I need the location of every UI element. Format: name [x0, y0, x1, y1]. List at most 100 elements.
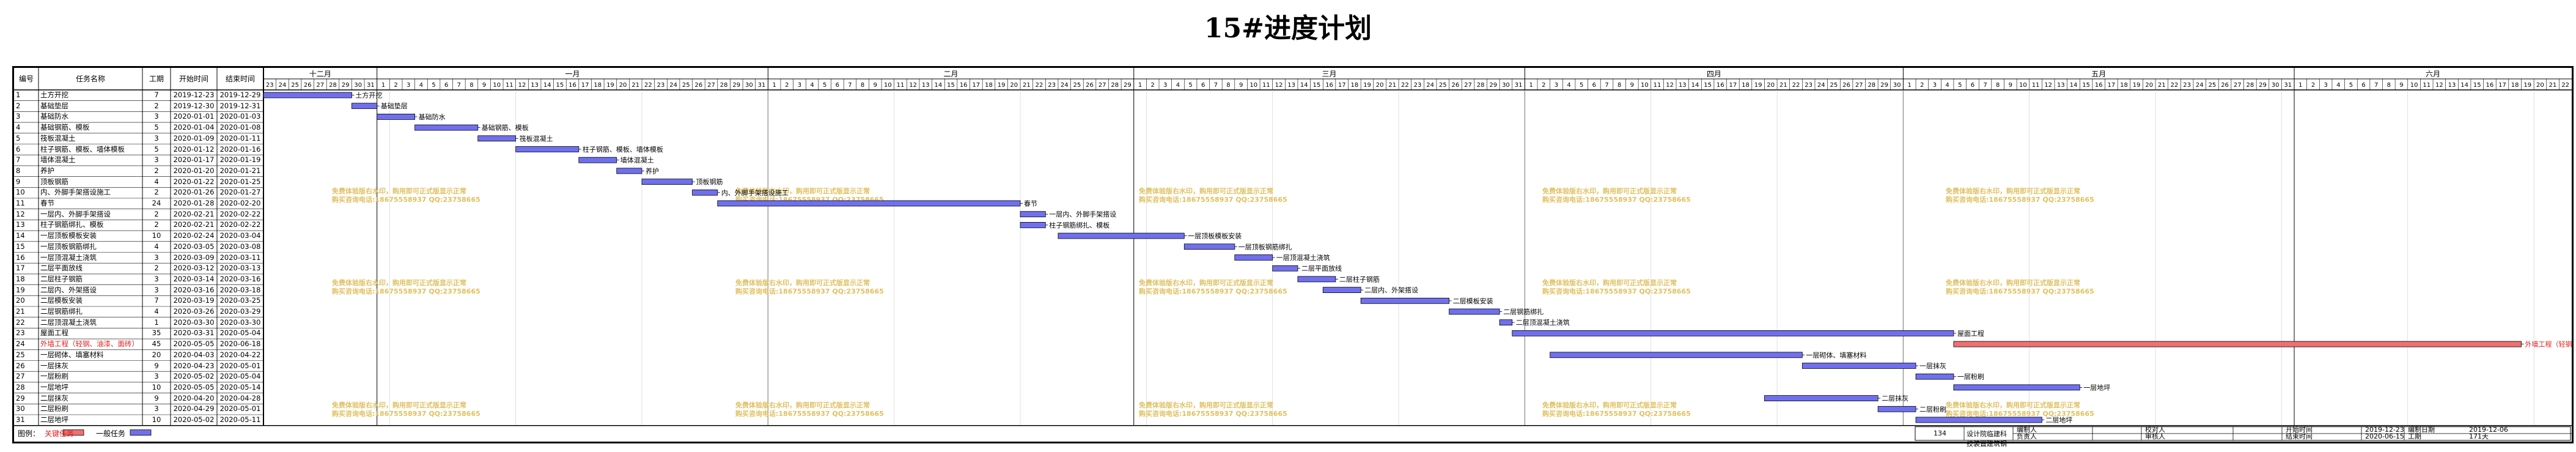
- task-name: 基础防水: [40, 112, 68, 121]
- task-bar: [515, 146, 580, 152]
- task-start: 2020-01-22: [173, 177, 215, 186]
- task-label: 二层地坪: [2045, 417, 2072, 424]
- task-bar: [1915, 417, 2042, 423]
- task-label: 柱子钢筋绑扎、模板: [1049, 221, 1110, 229]
- day-label: 9: [2009, 82, 2012, 89]
- task-bar: [1297, 276, 1336, 283]
- day-label: 18: [1742, 82, 1750, 89]
- task-end: 2020-05-04: [219, 372, 261, 381]
- header-name: 任务名称: [75, 75, 105, 83]
- day-label: 1: [772, 82, 776, 89]
- task-duration: 10: [152, 231, 161, 240]
- day-label: 24: [2196, 82, 2204, 89]
- task-bar: [1764, 395, 1879, 401]
- task-duration: 5: [154, 123, 159, 132]
- watermark-text: 免费体验版右水印，购用即可正式版显示正常: [332, 278, 466, 287]
- task-id: 29: [16, 393, 25, 402]
- task-id: 4: [16, 123, 21, 132]
- day-label: 30: [2272, 82, 2280, 89]
- day-label: 12: [1666, 82, 1674, 89]
- day-label: 16: [960, 82, 968, 89]
- task-bar: [1322, 287, 1361, 294]
- task-end: 2020-05-01: [219, 404, 261, 413]
- task-label: 二层顶混凝土浇筑: [1516, 318, 1570, 327]
- task-name: 一层内、外脚手架搭设: [40, 209, 111, 218]
- task-id: 18: [16, 274, 25, 283]
- task-name: 一层顶板钢筋绑扎: [40, 242, 97, 251]
- day-label: 11: [1262, 82, 1270, 89]
- day-label: 25: [1439, 82, 1447, 89]
- task-bar: [1020, 221, 1046, 228]
- watermark-text: 免费体验版右水印，购用即可正式版显示正常: [1946, 401, 2080, 409]
- task-duration: 2: [154, 264, 159, 273]
- day-label: 21: [2158, 82, 2166, 89]
- day-label: 30: [745, 82, 753, 89]
- day-label: 8: [2387, 82, 2391, 89]
- day-label: 3: [407, 82, 410, 89]
- task-end: 2020-03-18: [219, 285, 261, 294]
- task-label: 基础垫层: [381, 102, 408, 110]
- task-start: 2020-01-17: [173, 155, 215, 165]
- task-label: 二层钢筋绑扎: [1503, 308, 1544, 316]
- day-label: 13: [531, 82, 539, 89]
- day-label: 11: [2423, 82, 2431, 89]
- day-label: 22: [1036, 82, 1043, 89]
- day-label: 1: [1908, 82, 1912, 89]
- task-end: 2020-01-16: [219, 144, 261, 154]
- task-bar: [1499, 319, 1513, 326]
- task-label: 土方开挖: [355, 91, 382, 100]
- header-id: 编号: [18, 75, 34, 83]
- day-label: 17: [2498, 82, 2506, 89]
- task-duration: 2: [154, 101, 159, 110]
- day-label: 2: [2311, 82, 2315, 89]
- task-bar: [351, 103, 378, 109]
- day-label: 28: [1868, 82, 1875, 89]
- task-end: 2020-02-20: [219, 199, 261, 207]
- task-label: 筏板混凝土: [520, 134, 553, 143]
- task-id: 23: [16, 328, 25, 338]
- day-label: 5: [432, 82, 435, 89]
- task-bar: [377, 114, 416, 120]
- task-duration: 5: [154, 144, 159, 154]
- task-name: 二层平面放线: [40, 264, 83, 273]
- day-label: 9: [874, 82, 877, 89]
- watermark-text: 免费体验版右水印，购用即可正式版显示正常: [1542, 278, 1677, 287]
- day-label: 2: [1542, 82, 1545, 89]
- day-label: 19: [1754, 82, 1762, 89]
- day-label: 27: [2234, 82, 2242, 89]
- task-label: 基础钢筋、模板: [482, 124, 529, 132]
- task-id: 10: [16, 188, 25, 197]
- task-duration: 2: [154, 188, 159, 197]
- footer-field: 2019-12-23: [2365, 426, 2404, 434]
- watermark-text: 免费体验版右水印，购用即可正式版显示正常: [1139, 401, 1273, 409]
- task-id: 30: [16, 404, 25, 413]
- task-bar: [1801, 363, 1916, 369]
- watermark-text: 免费体验版右水印，购用即可正式版显示正常: [1946, 278, 2080, 287]
- day-label: 23: [1048, 82, 1056, 89]
- task-name: 一层砌体、填塞材料: [40, 350, 104, 359]
- day-label: 17: [972, 82, 980, 89]
- task-duration: 7: [154, 91, 159, 99]
- task-name: 一层粉刷: [40, 372, 68, 381]
- task-id: 17: [16, 264, 25, 273]
- day-label: 24: [1426, 82, 1434, 89]
- task-start: 2020-03-12: [173, 264, 215, 273]
- task-name: 筏板混凝土: [40, 133, 76, 143]
- day-label: 12: [909, 82, 917, 89]
- day-label: 15: [556, 82, 564, 89]
- task-duration: 3: [154, 285, 159, 294]
- task-id: 21: [16, 307, 25, 316]
- month-label: 二月: [944, 70, 959, 78]
- day-label: 26: [1842, 82, 1850, 89]
- day-label: 1: [1529, 82, 1533, 89]
- task-end: 2020-01-27: [219, 188, 261, 197]
- task-bar: [641, 179, 693, 185]
- day-label: 15: [1704, 82, 1712, 89]
- task-duration: 2: [154, 209, 159, 218]
- task-duration: 3: [154, 253, 159, 262]
- day-label: 5: [823, 82, 826, 89]
- day-label: 8: [469, 82, 473, 89]
- day-label: 13: [922, 82, 930, 89]
- day-label: 10: [884, 82, 892, 89]
- task-label: 一层顶板模板安装: [1188, 232, 1242, 240]
